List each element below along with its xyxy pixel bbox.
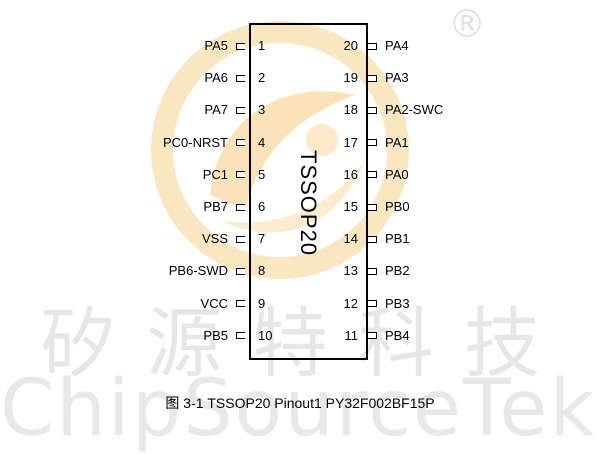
pin-17-number: 17 (343, 134, 358, 150)
chip-package-label: TSSOP20 (296, 150, 321, 257)
pin-14-number: 14 (343, 231, 358, 247)
pin-20-name: PA4 (385, 38, 409, 53)
pin-6-name: PB7 (203, 199, 228, 214)
pin-7-name: VSS (201, 231, 228, 247)
pin-13-name: PB2 (385, 263, 410, 279)
pin-9-name: VCC (200, 295, 228, 311)
pin-13-lead (368, 267, 377, 275)
pin-2-number: 2 (258, 70, 266, 86)
pin-12-number: 12 (343, 295, 358, 311)
pin-15-name: PB0 (385, 199, 410, 214)
pin-11-name: PB4 (385, 327, 410, 343)
watermark-english-text: ChipSourceTek (0, 364, 597, 454)
pin-19-lead (368, 74, 377, 82)
pin-6-lead (236, 203, 245, 211)
pin-5-number: 5 (258, 166, 266, 182)
pin-4-number: 4 (258, 134, 266, 150)
pin-11-number: 11 (344, 327, 359, 343)
pin-3-number: 3 (258, 102, 266, 118)
chip-body (249, 23, 368, 360)
watermark-chinese-text: 矽源特科技 (40, 299, 570, 388)
pin-15-lead (368, 203, 377, 211)
pin-19-number: 19 (343, 70, 358, 86)
watermark-registered-mark: ® (448, 2, 486, 46)
pin-2-lead (236, 74, 245, 82)
pin-13-number: 13 (343, 263, 358, 279)
pin-12-name: PB3 (385, 295, 410, 311)
pin-10-name: PB5 (203, 327, 228, 343)
pin-5-lead (236, 171, 245, 179)
pin-11-lead (368, 332, 377, 340)
pin-6-number: 6 (258, 199, 266, 214)
pin-16-name: PA0 (385, 166, 409, 182)
watermark-logo-icon (151, 21, 409, 279)
pin-16-number: 16 (343, 166, 358, 182)
pin-18-number: 18 (343, 102, 358, 118)
pin-19-name: PA3 (385, 70, 409, 86)
pin-17-lead (368, 139, 377, 147)
pin-1-name: PA5 (204, 38, 228, 53)
figure-caption: 图 3-1 TSSOP20 Pinout1 PY32F002BF15P (165, 395, 435, 411)
pin-5-name: PC1 (202, 166, 228, 182)
pin-9-lead (236, 300, 245, 308)
pin-8-number: 8 (258, 263, 266, 279)
pin-4-name: PC0-NRST (162, 134, 228, 150)
pin-7-number: 7 (258, 231, 266, 247)
pin-8-lead (236, 267, 245, 275)
pin-3-name: PA7 (204, 102, 228, 118)
pin-15-number: 15 (343, 199, 358, 214)
pin-12-lead (368, 300, 377, 308)
pin-18-lead (368, 106, 377, 114)
pin-20-number: 20 (343, 38, 358, 53)
pin-7-lead (236, 235, 245, 243)
pin-18-name: PA2-SWC (385, 102, 444, 118)
pin-14-lead (368, 235, 377, 243)
pin-1-lead (236, 42, 245, 50)
pin-10-lead (236, 332, 245, 340)
pin-14-name: PB1 (385, 231, 410, 247)
pin-9-number: 9 (258, 295, 266, 311)
pin-10-number: 10 (258, 327, 273, 343)
pin-1-number: 1 (258, 38, 266, 53)
pin-20-lead (368, 42, 377, 50)
pin-16-lead (368, 171, 377, 179)
pin-8-name: PB6-SWD (168, 263, 228, 279)
pin-2-name: PA6 (204, 70, 228, 86)
pin-3-lead (236, 106, 245, 114)
pin-17-name: PA1 (385, 134, 409, 150)
pin-4-lead (236, 139, 245, 147)
